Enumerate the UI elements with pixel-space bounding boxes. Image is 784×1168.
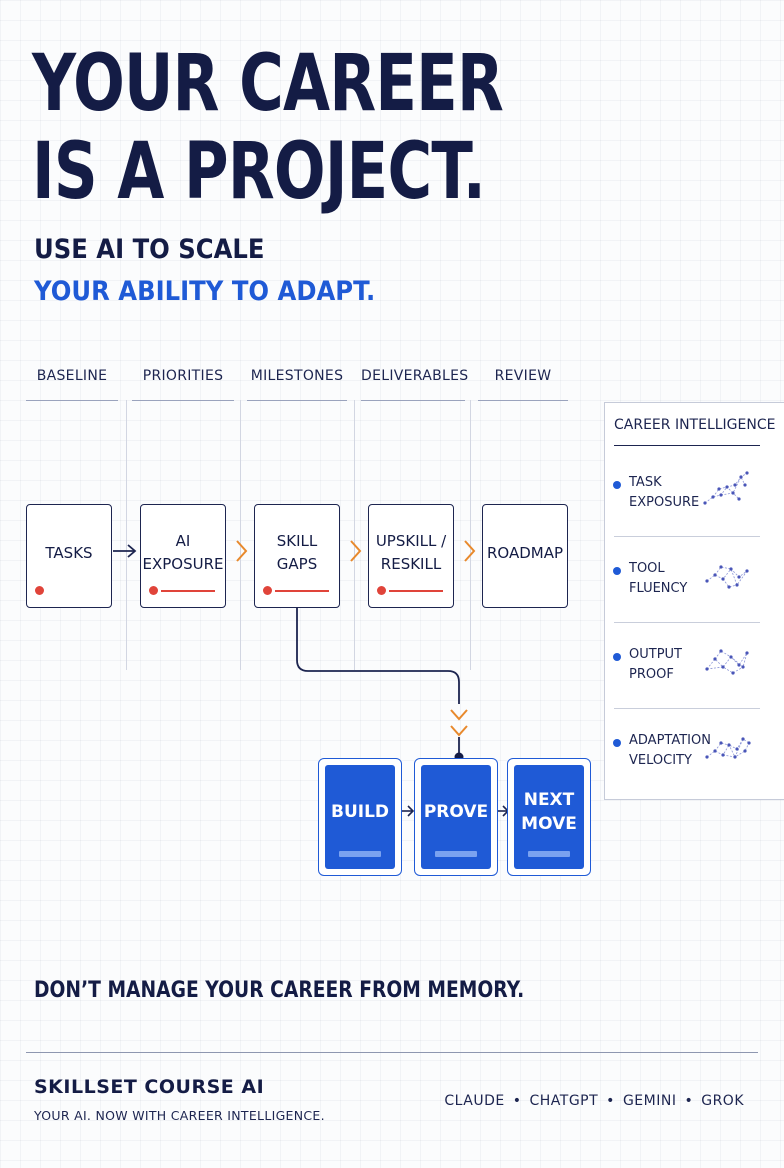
bullet-dot bbox=[613, 567, 621, 575]
phase-label-deliverables: DELIVERABLES bbox=[361, 368, 469, 384]
headline-line-1: YOUR CAREER bbox=[32, 39, 504, 129]
card-label: NEXT MOVE bbox=[521, 790, 577, 834]
card-fill: BUILD bbox=[325, 765, 395, 869]
card-label: TASKS bbox=[45, 543, 93, 562]
separator bbox=[614, 536, 760, 537]
model-list: CLAUDE • CHATGPT • GEMINI • GROK bbox=[444, 1093, 744, 1109]
separator bbox=[614, 708, 760, 709]
bullet-separator: • bbox=[606, 1093, 615, 1109]
card-roadmap: ROADMAP bbox=[482, 504, 568, 608]
ci-item-output-proof: OUTPUT PROOF bbox=[605, 623, 784, 709]
phase-rule bbox=[247, 400, 347, 401]
phase-label-baseline: BASELINE bbox=[36, 368, 108, 384]
status-dot bbox=[263, 586, 272, 595]
phase-label-milestones: MILESTONES bbox=[250, 368, 344, 384]
card-label: UPSKILL / RESKILL bbox=[375, 532, 447, 573]
model-gemini: GEMINI bbox=[622, 1093, 677, 1109]
card-ai-exposure: AI EXPOSURE bbox=[140, 504, 226, 608]
career-intelligence-panel: CAREER INTELLIGENCE TASK EXPOSURE TOOL F… bbox=[604, 402, 784, 800]
subheadline-line-2: YOUR ABILITY TO ADAPT. bbox=[34, 276, 376, 307]
card-tasks: TASKS bbox=[26, 504, 112, 608]
phase-label-review: REVIEW bbox=[494, 368, 552, 384]
card-label: AI EXPOSURE bbox=[142, 532, 224, 573]
panel-title: CAREER INTELLIGENCE bbox=[614, 417, 776, 433]
card-label: PROVE bbox=[423, 802, 489, 822]
progress-line bbox=[161, 589, 215, 592]
card-upskill-reskill: UPSKILL / RESKILL bbox=[368, 504, 454, 608]
column-divider bbox=[126, 400, 127, 670]
subheadline-line-1: USE AI TO SCALE bbox=[34, 234, 265, 265]
branch-connector bbox=[296, 608, 460, 704]
brand-name: SKILLSET COURSE AI bbox=[34, 1076, 265, 1098]
phase-rule bbox=[361, 400, 465, 401]
network-graph-icon bbox=[703, 471, 749, 505]
bullet-dot bbox=[613, 653, 621, 661]
panel-rule bbox=[614, 445, 760, 446]
separator bbox=[614, 622, 760, 623]
ci-label: ADAPTATION VELOCITY bbox=[629, 733, 711, 768]
ci-item-task-exposure: TASK EXPOSURE bbox=[605, 451, 784, 537]
card-fill: NEXT MOVE bbox=[514, 765, 584, 869]
network-graph-icon bbox=[705, 565, 749, 589]
ci-label: TASK EXPOSURE bbox=[629, 475, 700, 510]
progress-line bbox=[389, 589, 443, 592]
progress-line bbox=[275, 589, 329, 592]
card-next-move: NEXT MOVE bbox=[507, 758, 591, 876]
model-claude: CLAUDE bbox=[444, 1093, 505, 1109]
status-dot bbox=[35, 586, 44, 595]
chevron-right-icon bbox=[350, 540, 362, 562]
card-bar bbox=[339, 851, 381, 857]
card-prove: PROVE bbox=[414, 758, 498, 876]
headline: YOUR CAREER IS A PROJECT. bbox=[32, 39, 504, 217]
headline-line-2: IS A PROJECT. bbox=[32, 127, 486, 217]
ci-label: TOOL FLUENCY bbox=[629, 561, 688, 596]
brand-subtitle: YOUR AI. NOW WITH CAREER INTELLIGENCE. bbox=[34, 1108, 325, 1123]
bullet-dot bbox=[613, 481, 621, 489]
model-grok: GROK bbox=[701, 1093, 744, 1109]
network-graph-icon bbox=[705, 649, 749, 675]
ci-item-tool-fluency: TOOL FLUENCY bbox=[605, 537, 784, 623]
status-dot bbox=[149, 586, 158, 595]
column-divider bbox=[354, 400, 355, 670]
model-chatgpt: CHATGPT bbox=[529, 1093, 599, 1109]
card-skill-gaps: SKILL GAPS bbox=[254, 504, 340, 608]
double-chevron-down-icon bbox=[450, 709, 468, 737]
column-divider bbox=[240, 400, 241, 670]
phase-rule bbox=[132, 400, 234, 401]
ci-item-adaptation-velocity: ADAPTATION VELOCITY bbox=[605, 709, 784, 795]
network-graph-icon bbox=[705, 737, 751, 759]
status-dot bbox=[377, 586, 386, 595]
phase-rule bbox=[478, 400, 568, 401]
card-label: SKILL GAPS bbox=[276, 532, 318, 573]
bullet-separator: • bbox=[512, 1093, 522, 1109]
card-bar bbox=[435, 851, 477, 857]
tagline: DON’T MANAGE YOUR CAREER FROM MEMORY. bbox=[34, 978, 525, 1003]
card-label: ROADMAP bbox=[486, 543, 564, 562]
column-divider bbox=[470, 400, 471, 670]
phase-label-priorities: PRIORITIES bbox=[142, 368, 224, 384]
arrow-right-icon bbox=[402, 805, 415, 817]
phase-rule bbox=[26, 400, 118, 401]
card-build: BUILD bbox=[318, 758, 402, 876]
footer-rule bbox=[26, 1052, 758, 1053]
ci-label: OUTPUT PROOF bbox=[629, 647, 682, 682]
chevron-right-icon bbox=[464, 540, 476, 562]
arrow-right-icon bbox=[113, 544, 137, 558]
bullet-separator: • bbox=[684, 1093, 694, 1109]
card-fill: PROVE bbox=[421, 765, 491, 869]
chevron-right-icon bbox=[236, 540, 248, 562]
card-bar bbox=[528, 851, 570, 857]
card-label: BUILD bbox=[330, 802, 390, 822]
bullet-dot bbox=[613, 739, 621, 747]
